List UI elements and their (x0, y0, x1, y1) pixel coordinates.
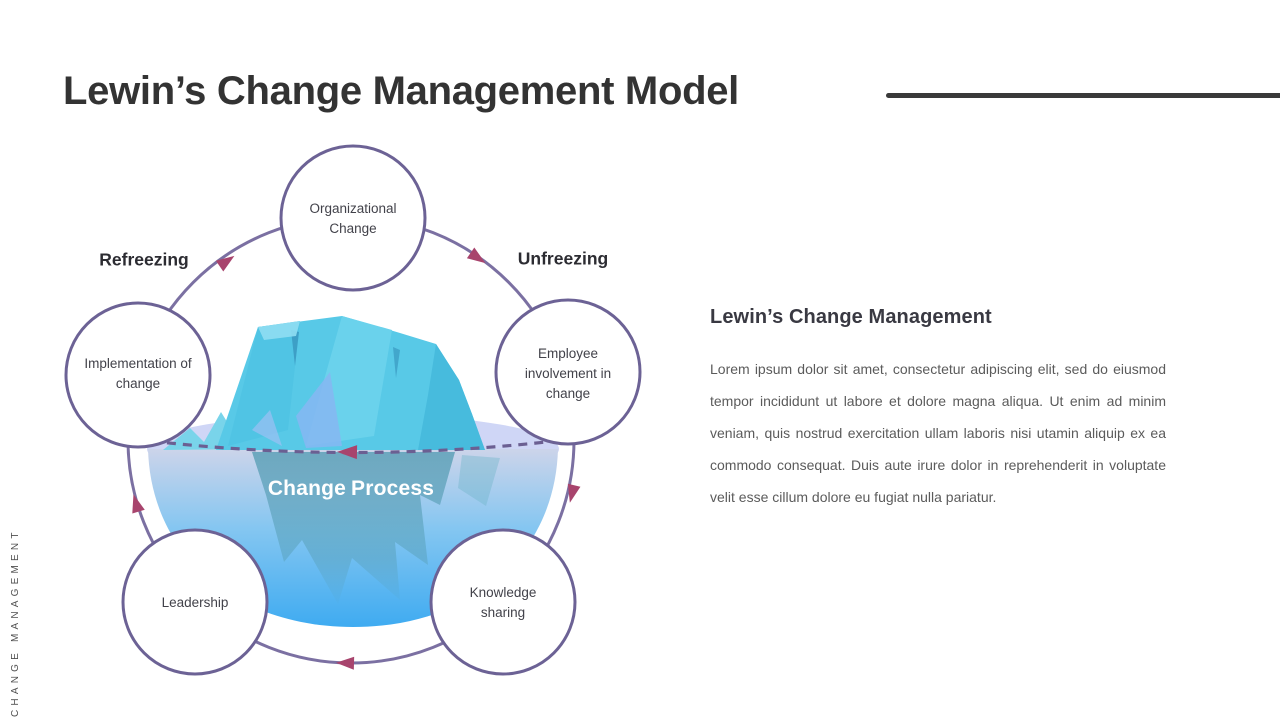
iceberg-facet-right-shade (418, 344, 485, 450)
waterline-dashed-line (150, 439, 556, 455)
iceberg-crevice-left (291, 330, 299, 366)
flow-arrow-top-right (466, 247, 486, 264)
node-circle-organizational-change (279, 144, 427, 292)
node-label-implementation-of-change: Implementation of change (84, 356, 192, 391)
iceberg-facet-reflection (296, 372, 342, 448)
description-panel: Lewin’s Change Management Lorem ipsum do… (710, 306, 1166, 513)
iceberg-facet-left (228, 321, 300, 446)
phase-label-refreezing: Refreezing (99, 249, 189, 270)
phase-label-unfreezing: Unfreezing (517, 248, 609, 269)
submerged-iceberg-shape (252, 452, 455, 604)
submerged-iceberg-shape-right (458, 455, 500, 506)
panel-body-text: Lorem ipsum dolor sit amet, consectetur … (710, 361, 1166, 505)
node-label-organizational-change: Organizational Change (309, 201, 397, 236)
node-label-employee-involvement: Employee involvement in change (524, 346, 612, 401)
page-title: Lewin’s Change Management Model (63, 69, 739, 113)
iceberg-top-highlight (258, 321, 300, 340)
node-circle-employee-involvement (494, 298, 642, 446)
title-divider-line (886, 93, 1280, 98)
node-circle-implementation-of-change (64, 301, 212, 449)
flow-arrow-top-left (215, 255, 235, 272)
flow-arrow-left (132, 494, 145, 514)
node-circle-leadership (121, 528, 269, 676)
flow-arrow-right (567, 483, 581, 503)
flow-arrow-bottom (336, 656, 355, 670)
diagram-center-label: Change Process (267, 477, 435, 500)
node-label-leadership: Leadership (161, 595, 229, 610)
iceberg-facet-reflection-small (252, 410, 282, 446)
panel-heading: Lewin’s Change Management (710, 306, 992, 328)
iceberg-crevice-right (393, 347, 400, 378)
waterline-arrow (337, 445, 358, 460)
node-label-knowledge-sharing: Knowledge sharing (469, 585, 537, 620)
node-circle-knowledge-sharing (429, 528, 577, 676)
